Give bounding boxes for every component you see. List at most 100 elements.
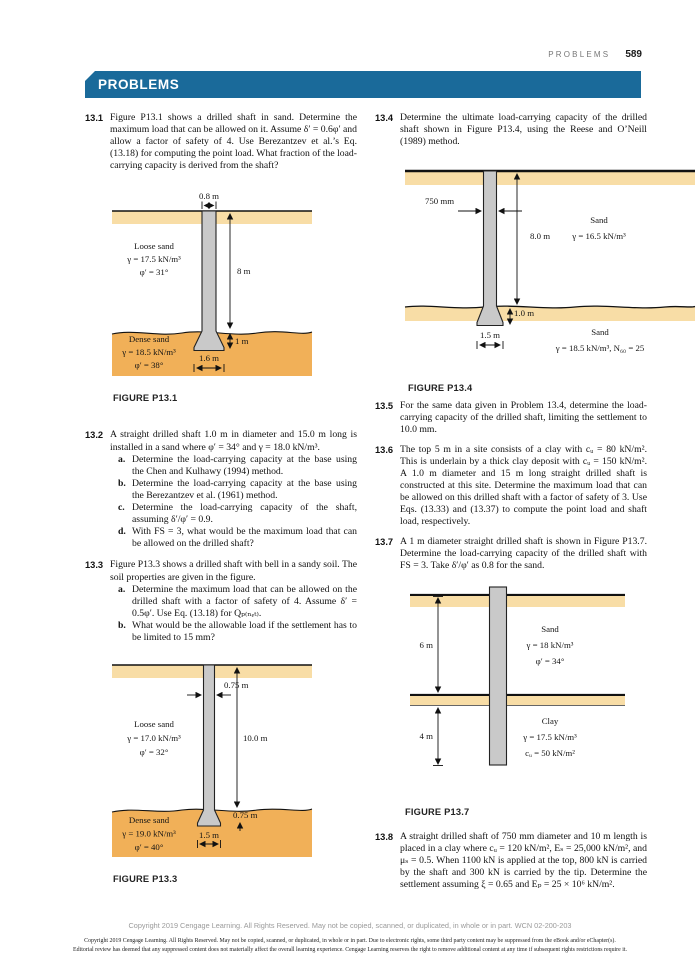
depth-dimension: 8 m: [226, 213, 251, 330]
problem-text: Figure P13.3 shows a drilled shaft with …: [110, 559, 357, 583]
lower-sand-boundary: [404, 305, 696, 309]
friction-angle: φ′ = 32°: [140, 747, 169, 757]
problem-item: d.With FS = 3, what would be the maximum…: [110, 526, 357, 550]
shaft-diagram-p13-7: Sand γ = 18 kN/m³ φ′ = 34° Clay γ = 17.5…: [410, 585, 625, 766]
bell-height-dimension: 0.75 m: [233, 810, 258, 832]
problems-banner: PROBLEMS: [85, 71, 641, 98]
bell-height-label: 0.75 m: [233, 810, 258, 820]
diameter-dimension: 0.8 m: [199, 191, 219, 210]
friction-angle: φ′ = 40°: [135, 842, 164, 852]
problem-number: 13.4: [375, 113, 394, 123]
bell-height-label: 1.0 m: [514, 308, 534, 318]
copyright-notice: Copyright 2019 Cengage Learning. All Rig…: [128, 921, 572, 930]
problem-13-4: 13.4 Determine the ultimate load-carryin…: [375, 112, 647, 148]
unit-weight: γ = 16.5 kN/m³: [571, 231, 626, 241]
shaft-diagram-p13-4: Sand γ = 16.5 kN/m³ Sand γ = 18.5 kN/m³,…: [404, 170, 696, 353]
bell-width-dimension: 1.5 m: [476, 330, 504, 350]
friction-angle: φ′ = 38°: [135, 360, 164, 370]
unit-weight: γ = 19.0 kN/m³: [121, 829, 176, 839]
depth-dimension: 8.0 m: [513, 173, 550, 306]
item-text: Determine the load-carrying capacity at …: [132, 477, 357, 501]
unit-weight: γ = 17.5 kN/m³: [126, 254, 181, 264]
item-label: a.: [118, 583, 126, 595]
figure-caption: FIGURE P13.4: [408, 383, 473, 394]
item-label: c.: [118, 502, 125, 514]
problem-item: c. Determine the load-carrying capacity o…: [110, 502, 357, 526]
problem-13-7: 13.7 A 1 m diameter straight drilled sha…: [375, 536, 647, 572]
friction-angle: φ′ = 34°: [536, 656, 565, 666]
bell-height-label: 1 m: [235, 336, 249, 346]
depth-label: 8 m: [237, 266, 251, 276]
figure-p13-1: Loose sand γ = 17.5 kN/m³ φ′ = 31° Dense…: [97, 188, 357, 403]
problem-text: A straight drilled shaft of 750 mm diame…: [400, 830, 647, 890]
depth-label: 8.0 m: [530, 231, 550, 241]
figure-p13-4: Sand γ = 16.5 kN/m³ Sand γ = 18.5 kN/m³,…: [400, 163, 696, 394]
problem-number: 13.1: [85, 113, 104, 123]
problem-text: A straight drilled shaft 1.0 m in diamet…: [110, 429, 357, 453]
diameter-label: 0.75 m: [224, 680, 249, 690]
lower-soil-label: Dense sand γ = 18.5 kN/m³ φ′ = 38°: [121, 334, 176, 370]
problem-item: b.What would be the allowable load if th…: [110, 620, 357, 644]
cohesion: cᵤ = 50 kN/m²: [525, 748, 575, 758]
soil-name: Dense sand: [129, 815, 170, 825]
problem-13-2: 13.2 A straight drilled shaft 1.0 m in d…: [85, 429, 357, 550]
top-sand-band: [405, 172, 695, 186]
bell-width-dimension: 1.5 m: [197, 830, 221, 849]
bell-width-label: 1.6 m: [199, 353, 219, 363]
drilled-shaft-with-bell: [193, 210, 225, 352]
drilled-shaft-with-bell: [196, 664, 222, 827]
problem-13-8: 13.8 A straight drilled shaft of 750 mm …: [375, 831, 647, 891]
shaft-diagram-p13-1: Loose sand γ = 17.5 kN/m³ φ′ = 31° Dense…: [111, 191, 313, 377]
soil-name: Sand: [590, 215, 608, 225]
item-text: What would be the allowable load if the …: [132, 619, 357, 643]
copyright-fine-print-2: Editorial review has deemed that any sup…: [73, 947, 627, 953]
dense-sand-region: [112, 809, 312, 858]
bell-width-label: 1.5 m: [199, 830, 219, 840]
soil-name: Loose sand: [134, 719, 174, 729]
problem-number: 13.6: [375, 444, 394, 455]
problem-number: 13.2: [85, 430, 104, 441]
page-number: 589: [625, 49, 642, 60]
top-sand-band: [410, 595, 625, 607]
soil-name: Clay: [542, 716, 559, 726]
item-label: b.: [118, 477, 126, 489]
problem-text: Figure P13.1 shows a drilled shaft in sa…: [110, 112, 357, 172]
problem-item: a.Determine the load-carrying capacity a…: [110, 454, 357, 478]
lower-soil-label: Clay γ = 17.5 kN/m³ cᵤ = 50 kN/m²: [522, 716, 577, 758]
problem-number: 13.3: [85, 560, 104, 571]
problem-body: Figure P13.3 shows a drilled shaft with …: [110, 559, 357, 644]
item-label: a.: [118, 453, 126, 465]
problem-number: 13.5: [375, 401, 394, 412]
upper-soil-label: Sand γ = 16.5 kN/m³: [571, 215, 626, 241]
lower-depth-dimension: 4 m: [420, 706, 443, 766]
right-column: 13.4 Determine the ultimate load-carryin…: [375, 112, 696, 891]
figure-caption: FIGURE P13.1: [113, 393, 178, 404]
problem-item: b. Determine the load-carrying capacity a…: [110, 478, 357, 502]
mid-sand-band: [410, 695, 625, 705]
unit-weight: γ = 18.5 kN/m³: [121, 347, 176, 357]
figure-caption: FIGURE P13.7: [405, 806, 470, 817]
diameter-dimension: 750 mm: [425, 196, 522, 215]
upper-depth-label: 6 m: [420, 640, 434, 650]
upper-soil-label: Loose sand γ = 17.0 kN/m³ φ′ = 32°: [126, 719, 181, 757]
unit-weight: γ = 18 kN/m³: [526, 640, 574, 650]
diameter-label: 750 mm: [425, 196, 454, 206]
unit-weight: γ = 17.5 kN/m³: [522, 732, 577, 742]
bell-height-dimension: 1 m: [226, 333, 249, 350]
depth-label: 10.0 m: [243, 733, 268, 743]
problem-text: For the same data given in Problem 13.4,…: [400, 400, 647, 436]
unit-weight: γ = 17.0 kN/m³: [126, 733, 181, 743]
problem-13-6: 13.6 The top 5 m in a site consists of a…: [375, 444, 647, 529]
depth-dimension: 10.0 m: [233, 667, 268, 809]
copyright-fine-print-1: Copyright 2019 Cengage Learning. All Rig…: [84, 938, 616, 944]
item-text: Determine the load-carrying capacity of …: [132, 502, 357, 526]
lower-sand-band: [405, 306, 695, 322]
lower-depth-label: 4 m: [420, 731, 434, 741]
bell-height-dimension: 1.0 m: [506, 308, 534, 326]
banner-title: PROBLEMS: [98, 77, 180, 92]
problem-text: A 1 m diameter straight drilled shaft is…: [400, 536, 647, 572]
figure-p13-7: Sand γ = 18 kN/m³ φ′ = 34° Clay γ = 17.5…: [400, 585, 647, 817]
bell-width-dimension: 1.6 m: [193, 353, 225, 373]
lower-soil-label: Sand γ = 18.5 kN/m³, N₆₀ = 25: [555, 327, 645, 353]
